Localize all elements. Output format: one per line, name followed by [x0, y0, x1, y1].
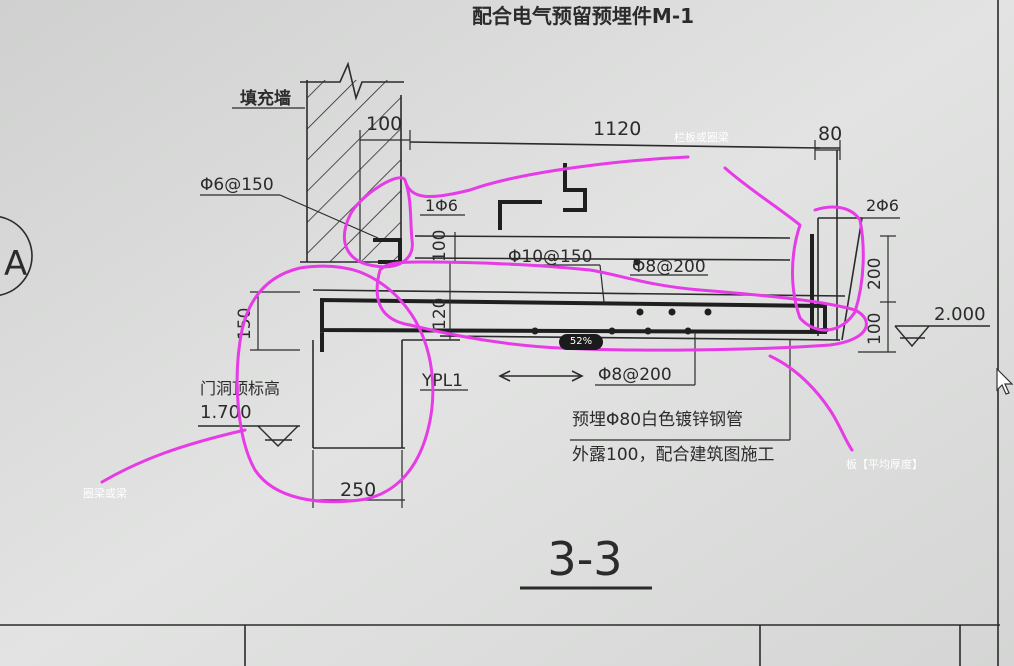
beam-tag: YPL1: [421, 371, 463, 391]
rebar-label-1: 1Φ6: [425, 196, 458, 215]
fill-wall: 填充墙: [232, 61, 404, 262]
rebar-label-bottom: Φ8@200: [598, 365, 672, 385]
section-mark: 3-3: [520, 532, 652, 590]
markup-note-parapet: 栏板或圈梁: [674, 130, 729, 144]
direction-arrow: [498, 370, 584, 382]
dim-250: 250: [340, 479, 376, 501]
pipe-note-line-2: 外露100，配合建筑图施工: [572, 445, 774, 465]
rebar-label-2: 2Φ6: [866, 196, 899, 215]
rebar-main: [319, 163, 828, 352]
markup-strokes: [100, 155, 868, 504]
rebar-bars: [531, 258, 712, 335]
rebar-label-distribution: Φ10@150: [508, 247, 592, 267]
fill-wall-label: 填充墙: [240, 88, 291, 109]
dim-200: 200: [865, 258, 885, 290]
dim-80: 80: [818, 123, 842, 145]
dim-1120: 1120: [593, 118, 641, 140]
axis-bubble: A: [0, 216, 33, 296]
right-elevation: 2.000: [934, 304, 986, 325]
elevation-mark-right: [894, 325, 990, 348]
markup-note-ring-beam: 圈梁或梁: [83, 486, 127, 500]
axis-bubble-label: A: [4, 244, 27, 284]
callout-texts: Φ6@150 1Φ6 2Φ6 Φ10@150 Φ8@200 Φ8@200 YPL…: [200, 175, 986, 465]
elevation-mark-left: [198, 425, 300, 447]
door-top-label: 门洞顶标高: [200, 379, 280, 398]
rebar-label-top-left: Φ6@150: [200, 175, 274, 195]
zoom-level-badge: 52%: [559, 334, 603, 350]
markup-notes: 栏板或圈梁 圈梁或梁 板【平均厚度】: [83, 130, 923, 500]
pipe-note-line-1: 预埋Φ80白色镀锌钢管: [572, 410, 743, 430]
dim-100-right: 100: [865, 313, 885, 345]
mouse-pointer-icon: [996, 368, 1014, 395]
dim-100-vertical: 100: [430, 230, 450, 262]
section-mark-label: 3-3: [547, 532, 622, 586]
drawing-title: 配合电气预留预埋件M-1: [472, 4, 694, 28]
dim-120: 120: [430, 298, 450, 330]
markup-note-slab: 板【平均厚度】: [846, 457, 923, 471]
dim-100-top: 100: [366, 113, 402, 135]
door-top-elevation: 1.700: [200, 402, 252, 423]
rebar-label-mid: Φ8@200: [632, 257, 706, 277]
